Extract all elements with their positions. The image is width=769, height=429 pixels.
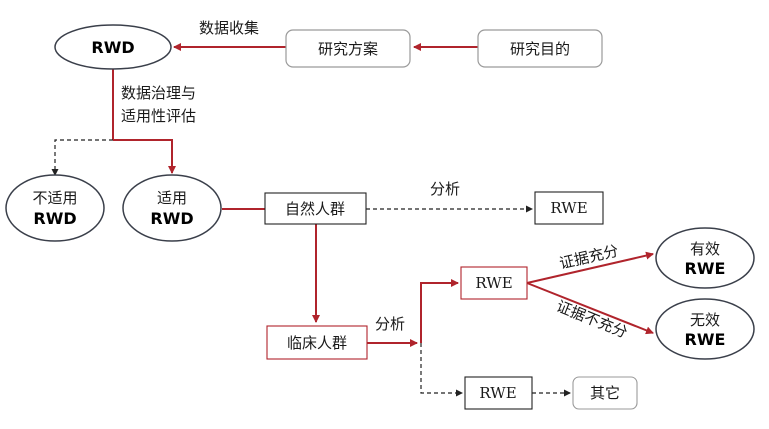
rwd-node-label: RWD [91, 38, 134, 57]
unsuitable-rwd-node: 不适用 RWD [5, 174, 105, 242]
ineffective-rwe-line2: RWE [685, 330, 726, 349]
effective-rwe-node: 有效 RWE [655, 227, 755, 289]
data-collection-label: 数据收集 [199, 19, 259, 37]
to-suitable-arrow [113, 139, 176, 174]
other-label: 其它 [590, 384, 620, 402]
analysis-top-label: 分析 [430, 180, 460, 198]
rwe-bottom-label: RWE [479, 384, 516, 402]
study-goal-label: 研究目的 [510, 40, 570, 58]
natural-population-node: 自然人群 [264, 192, 367, 225]
rwe-to-effective-arrow [526, 251, 654, 284]
rwe-bottom-node: RWE [464, 376, 533, 410]
study-plan-node: 研究方案 [285, 29, 411, 68]
rwe-top-node: RWE [534, 191, 604, 225]
natural-population-label: 自然人群 [285, 200, 345, 218]
unsuitable-rwd-line2: RWD [33, 209, 76, 228]
rwe-mid-node: RWE [460, 266, 528, 300]
rwe-mid-label: RWE [475, 274, 512, 292]
clinical-population-node: 临床人群 [266, 325, 368, 360]
split-to-rwe-bottom-arrow [420, 343, 463, 397]
suitable-rwd-line2: RWD [150, 209, 193, 228]
rwe-top-label: RWE [550, 199, 587, 217]
study-goal-node: 研究目的 [477, 29, 603, 68]
suitable-rwd-line1: 适用 [157, 189, 187, 207]
other-node: 其它 [572, 376, 638, 410]
study-plan-label: 研究方案 [318, 40, 378, 58]
governance-label-line2: 适用性评估 [121, 107, 196, 125]
rwe-to-ineffective-arrow [526, 282, 654, 335]
to-unsuitable-arrow [51, 139, 113, 176]
effective-rwe-line1: 有效 [690, 240, 720, 258]
analysis-mid-label: 分析 [375, 315, 405, 333]
effective-rwe-line2: RWE [685, 259, 726, 278]
rwd-node: RWD [54, 24, 172, 70]
split-to-rwe-mid-arrow [420, 279, 459, 343]
ineffective-rwe-line1: 无效 [690, 311, 720, 329]
suitable-rwd-node: 适用 RWD [122, 174, 222, 242]
unsuitable-rwd-line1: 不适用 [32, 189, 77, 207]
governance-label-line1: 数据治理与 [121, 84, 196, 102]
ineffective-rwe-node: 无效 RWE [655, 298, 755, 360]
clinical-population-label: 临床人群 [287, 334, 347, 352]
